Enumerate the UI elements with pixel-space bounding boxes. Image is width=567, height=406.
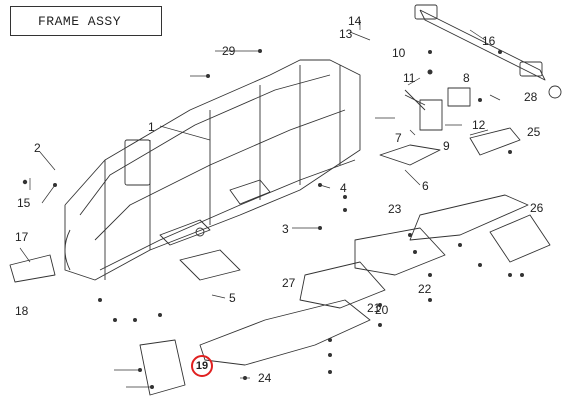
callout-27: 27: [282, 276, 296, 290]
fasteners: [22, 49, 524, 389]
diagram-title: FRAME ASSY: [10, 6, 162, 36]
callout-25: 25: [527, 125, 541, 139]
callout-18: 18: [15, 304, 29, 318]
callout-22: 22: [418, 282, 432, 296]
leader-lines: [19, 20, 501, 388]
skid-plate-middle: [299, 227, 446, 309]
callout-14: 14: [348, 14, 362, 28]
callout-16: 16: [482, 34, 496, 48]
callout-28: 28: [524, 90, 538, 104]
brackets: [379, 87, 471, 166]
callout-15: 15: [17, 196, 31, 210]
callout-7: 7: [395, 131, 402, 145]
skid-plate-front: [9, 254, 371, 396]
callout-13: 13: [339, 27, 353, 41]
callout-3: 3: [282, 222, 289, 236]
callout-2: 2: [34, 141, 41, 155]
callout-23: 23: [388, 202, 402, 216]
highlighted-callout-19[interactable]: 19: [191, 355, 213, 377]
callout-21: 21: [367, 301, 381, 315]
callout-24: 24: [258, 371, 272, 385]
callout-1: 1: [148, 120, 155, 134]
callout-5: 5: [229, 291, 236, 305]
callout-29: 29: [222, 44, 236, 58]
main-frame: [64, 59, 361, 281]
callout-8: 8: [463, 71, 470, 85]
callout-10: 10: [392, 46, 406, 60]
callout-6: 6: [422, 179, 429, 193]
callout-9: 9: [443, 139, 450, 153]
callout-4: 4: [340, 181, 347, 195]
cross-bar-part: [414, 4, 562, 99]
callout-12: 12: [472, 118, 486, 132]
callout-17: 17: [15, 230, 29, 244]
callout-26: 26: [530, 201, 544, 215]
callout-11: 11: [403, 71, 416, 85]
callout-20: 20: [375, 303, 389, 317]
